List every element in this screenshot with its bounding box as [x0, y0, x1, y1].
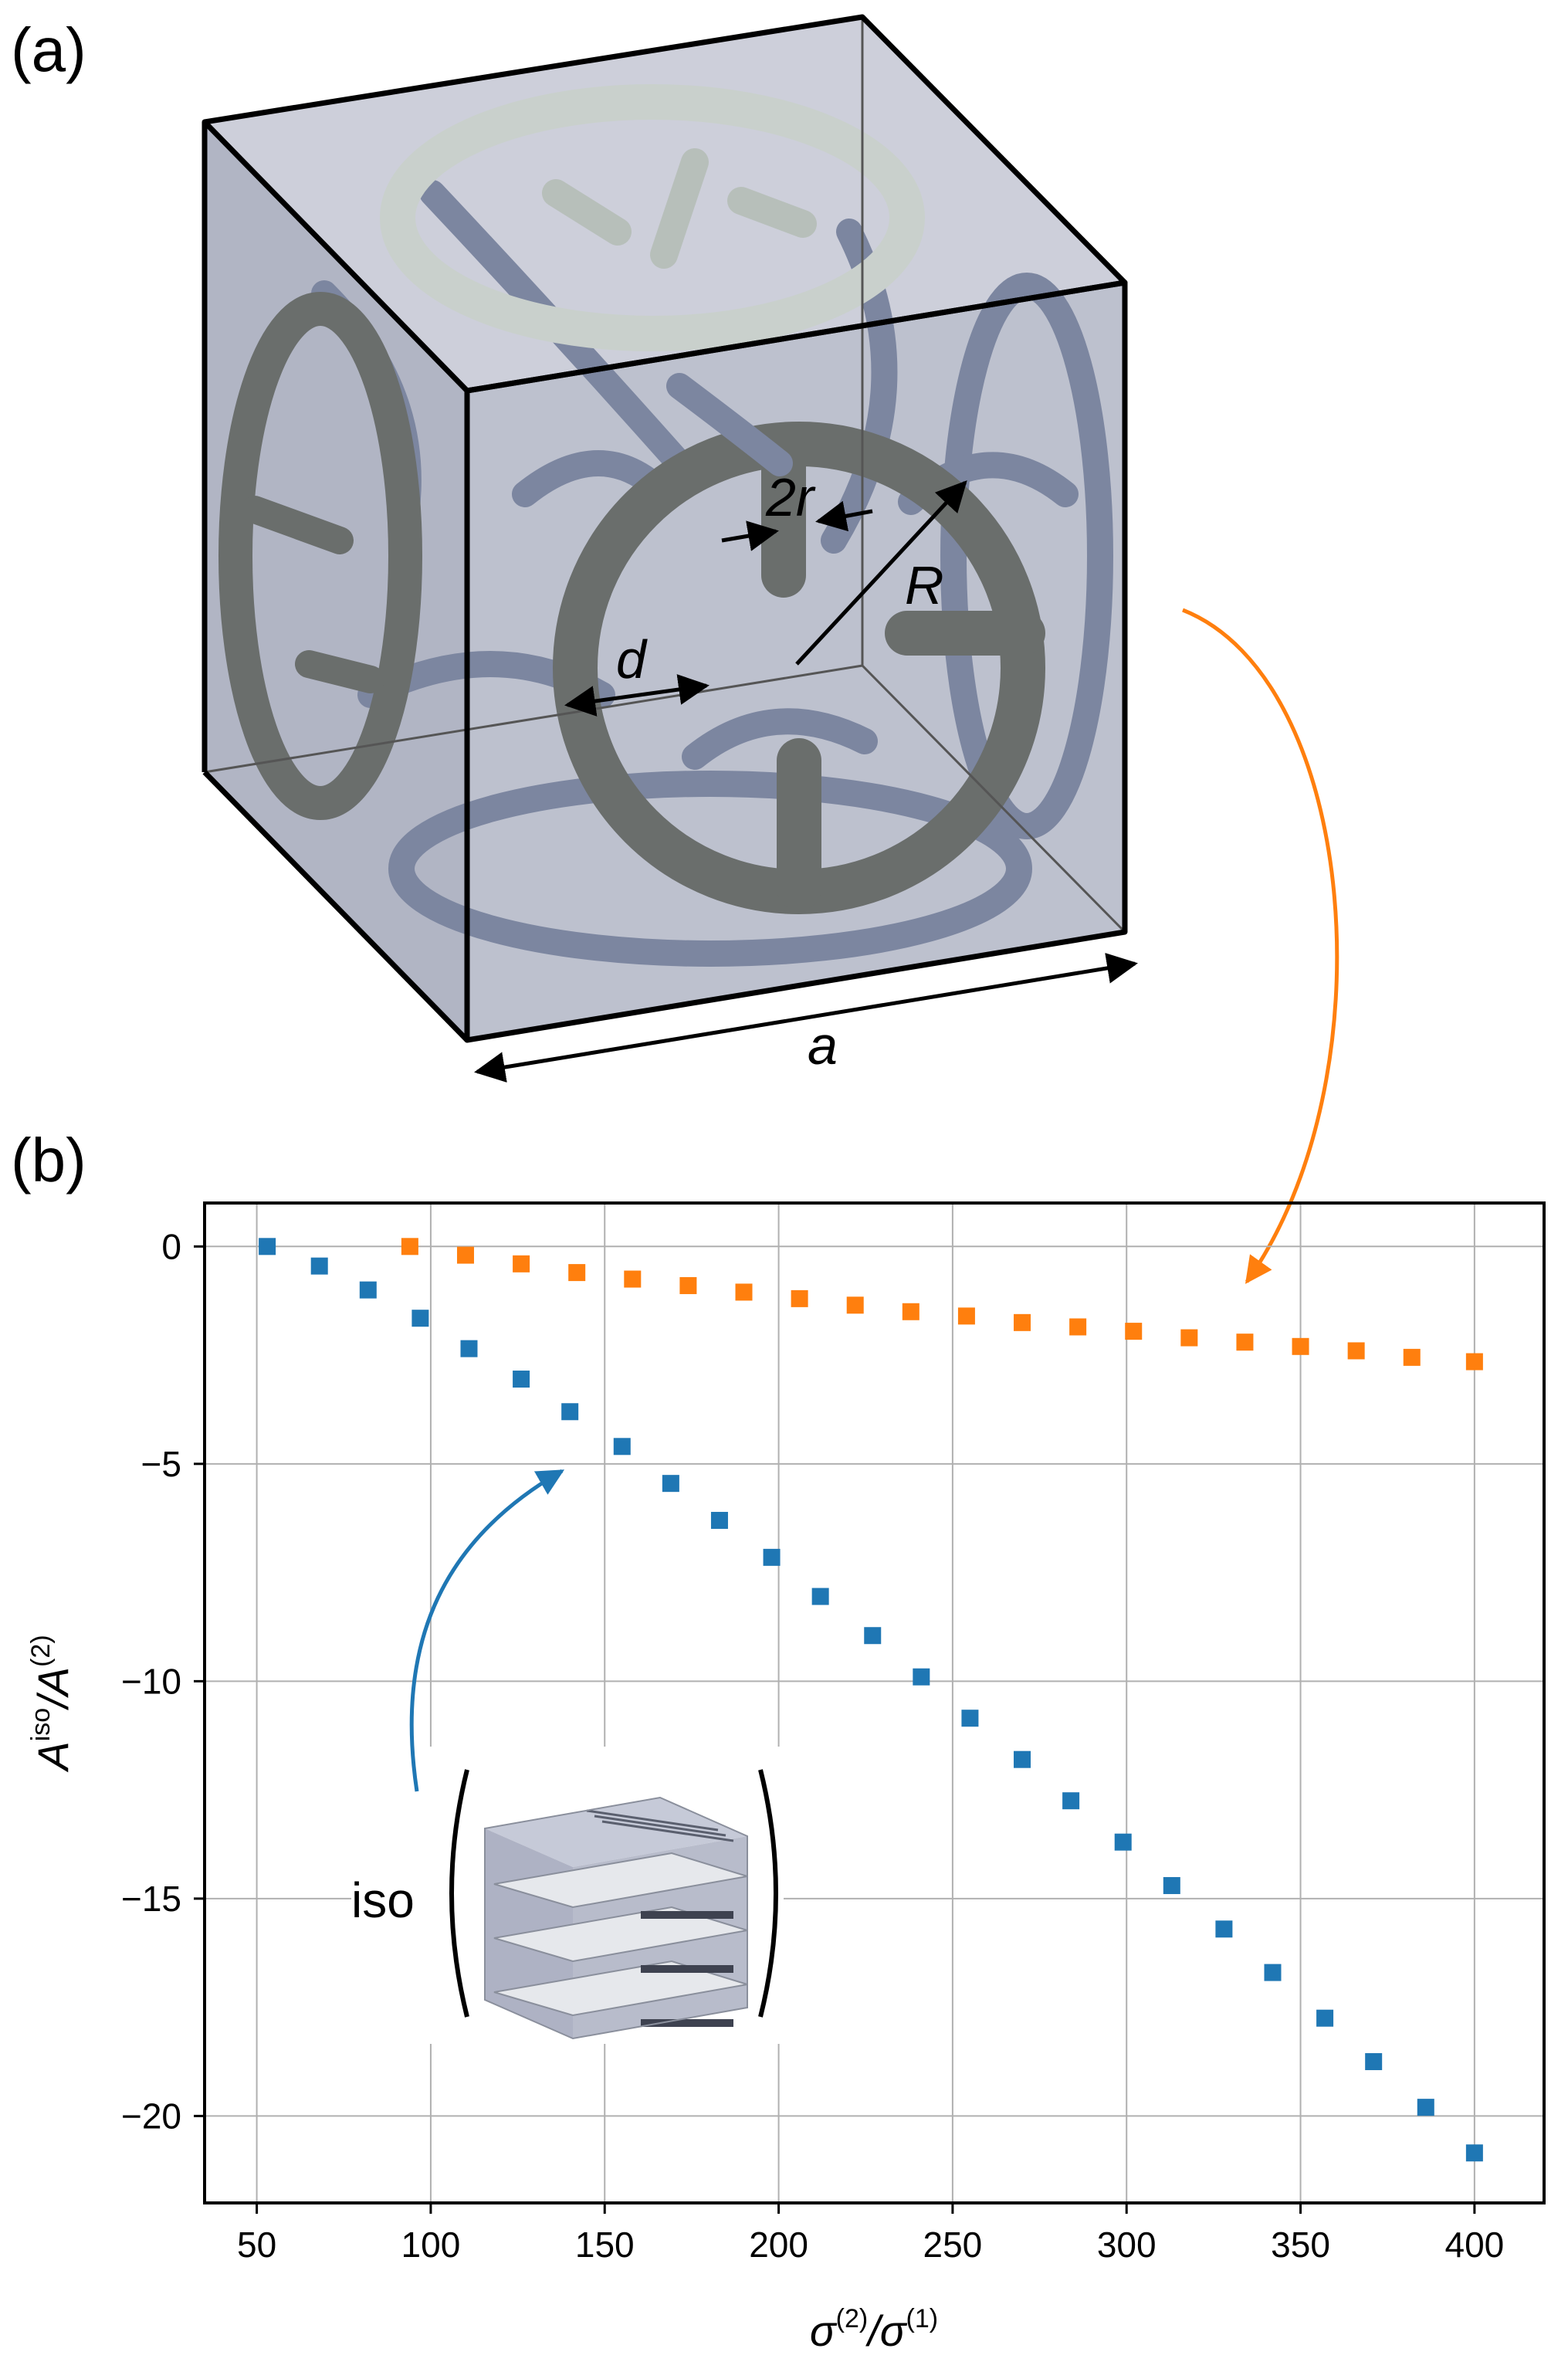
x-tick-label: 150	[575, 2225, 635, 2265]
unit-cell-cube: 2r R d a	[202, 14, 1138, 1083]
series-2-point	[1403, 1348, 1421, 1366]
y-axis-label: Aiso/A(2)	[26, 1635, 77, 1772]
series-2-point	[1014, 1313, 1031, 1331]
series-1-point	[1365, 2053, 1383, 2071]
series-1-point	[1163, 1876, 1180, 1894]
inset-iso-label: iso	[351, 1872, 415, 1928]
chart: 50 100 150 200 250 300 350 400 0 −5 −10 −15 −20 iso	[26, 1201, 1546, 2355]
series-2-point	[1180, 1329, 1198, 1347]
x-tick-label: 350	[1271, 2225, 1330, 2265]
inset-right-paren	[758, 1769, 778, 2018]
series-1-point	[259, 1238, 276, 1256]
y-tick-label: 0	[161, 1226, 181, 1266]
d-arrow	[564, 674, 709, 717]
chart-ticks: 50 100 150 200 250 300 350 400 0 −5 −10 −15 −20	[121, 1226, 1504, 2265]
label-R: R	[905, 555, 944, 615]
series-1-point	[710, 1512, 728, 1530]
x-tick-label: 250	[923, 2225, 983, 2265]
series-2-point	[846, 1296, 864, 1314]
right-ring	[940, 273, 1113, 839]
series-1-point	[913, 1668, 930, 1686]
series-2-point	[679, 1276, 697, 1294]
series-1-point	[961, 1710, 979, 1727]
x-tick-label: 300	[1097, 2225, 1157, 2265]
series-1-point	[763, 1548, 781, 1566]
series-1-point	[1264, 1964, 1282, 1981]
series-1-point	[662, 1475, 679, 1493]
x-tick-label: 50	[237, 2225, 276, 2265]
y-tick-label: −15	[121, 1879, 181, 1919]
series-1-point	[1014, 1750, 1031, 1768]
series-1-point	[359, 1281, 377, 1299]
x-tick-label: 400	[1444, 2225, 1504, 2265]
series-1-point	[411, 1310, 429, 1327]
series-1-point	[460, 1340, 478, 1357]
series-1-point	[1316, 2009, 1334, 2027]
inset-iso: iso	[351, 1747, 784, 2044]
y-tick-label: −20	[121, 2096, 181, 2136]
series-2-point	[1347, 1342, 1365, 1360]
r-arrow-left	[721, 520, 779, 551]
x-axis-label: σ(2)/σ(1)	[810, 2304, 938, 2355]
label-a: a	[808, 1015, 838, 1076]
series-2-point	[957, 1307, 975, 1325]
panel-a-label: (a)	[11, 15, 86, 84]
x-tick-label: 100	[401, 2225, 461, 2265]
series-1-point	[1465, 2144, 1483, 2162]
series-2-point	[791, 1289, 808, 1307]
chart-marks	[259, 1238, 1483, 2162]
y-tick-label: −10	[121, 1661, 181, 1701]
series-1-point	[1417, 2099, 1434, 2116]
left-ring	[218, 292, 422, 820]
series-2-point	[1125, 1323, 1143, 1340]
panel-b-label: (b)	[11, 1126, 86, 1195]
chart-grid	[205, 1203, 1544, 2203]
x-tick-label: 200	[749, 2225, 808, 2265]
series-2-point	[735, 1283, 753, 1301]
R-arrow	[795, 480, 967, 666]
top-ring	[380, 84, 925, 351]
series-2-point	[1292, 1337, 1309, 1355]
series-2-point	[624, 1270, 642, 1288]
a-arrow	[474, 953, 1138, 1083]
dimension-arrows	[474, 480, 1138, 1083]
series-1-point	[1215, 1920, 1233, 1938]
series-1-point	[310, 1257, 328, 1275]
series-1-point	[1062, 1792, 1080, 1810]
inset-laminate-cube	[484, 1796, 748, 2040]
cube-edges	[202, 14, 1128, 1043]
blue-connector-arrow	[409, 1469, 565, 1792]
plot-frame	[203, 1201, 1546, 2204]
y-tick-label: −5	[141, 1444, 181, 1484]
series-1-point	[613, 1438, 631, 1455]
label-2r: 2r	[765, 467, 816, 527]
series-2-point	[456, 1246, 474, 1264]
series-2-point	[513, 1255, 530, 1272]
series-2-point	[902, 1303, 919, 1320]
series-1-point	[1114, 1833, 1132, 1851]
tube-arc-5	[682, 708, 878, 770]
inset-left-paren	[449, 1769, 469, 2018]
series-2-point	[1465, 1353, 1483, 1371]
front-ring	[553, 373, 1045, 914]
series-1-point	[811, 1588, 829, 1605]
r-arrow-right	[815, 500, 873, 532]
orange-connector-arrow	[1182, 608, 1339, 1284]
series-2-point	[1236, 1333, 1254, 1351]
series-1-point	[864, 1627, 882, 1645]
series-1-point	[513, 1371, 530, 1388]
series-2-point	[1069, 1318, 1087, 1336]
series-2-point	[401, 1238, 418, 1256]
label-d: d	[616, 629, 648, 690]
series-1-point	[561, 1403, 579, 1421]
series-2-point	[568, 1264, 586, 1282]
